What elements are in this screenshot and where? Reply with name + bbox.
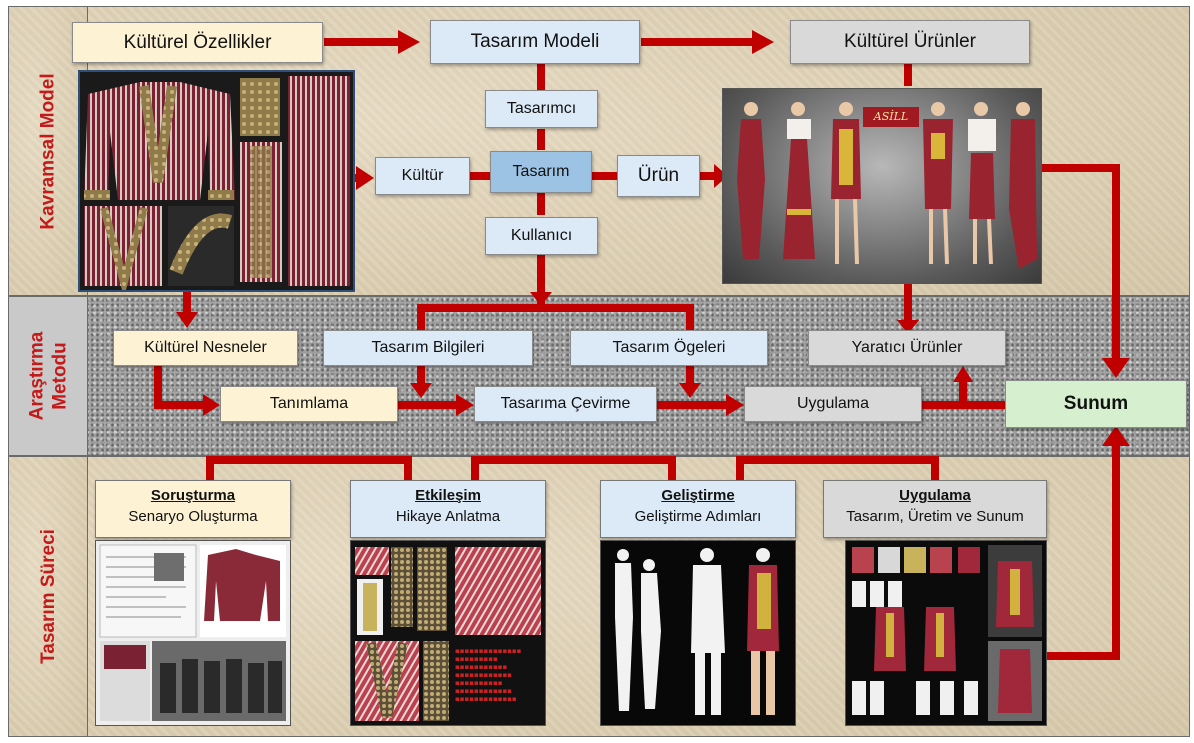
traditional-garment-photo [78,70,355,292]
process-subheading: Geliştirme Adımları [634,508,762,525]
brand-sign: ASİLL [873,110,909,123]
cultural-products-box: Kültürel Ürünler [790,20,1030,64]
design-model-box: Tasarım Modeli [430,20,640,64]
application-collage [852,545,1042,721]
design-box: Tasarım [490,151,592,193]
process-title-interaction: Etkileşim Hikaye Anlatma [350,480,546,538]
section-label-method: Araştırma Metodu [8,296,88,456]
interaction-collage [355,547,541,721]
process-title-development: Geliştirme Geliştirme Adımları [600,480,796,538]
process-heading: Soruşturma [150,487,236,504]
product-box: Ürün [617,155,700,197]
box-label: Kültürel Nesneler [144,339,267,356]
cultural-features-box: Kültürel Özellikler [72,22,323,63]
box-label: Tasarımcı [506,100,577,117]
band-research-method [8,296,1190,456]
box-label: Ürün [637,165,680,186]
box-label: Tasarım Ögeleri [612,339,726,356]
box-label: Tasarıma Çevirme [500,395,631,412]
garment-illustration [84,76,350,290]
box-label: Yaratıcı Ürünler [851,339,963,356]
box-label: Kullanıcı [510,227,573,244]
inquiry-photo [95,540,291,726]
identification-box: Tanımlama [220,386,398,422]
presentation-box: Sunum [1005,380,1187,428]
culture-box: Kültür [375,157,470,195]
process-heading: Geliştirme [661,487,735,504]
box-label: Tasarım Bilgileri [371,339,485,356]
runway-models [737,102,1037,269]
box-label: Tanımlama [269,395,349,412]
user-box: Kullanıcı [485,217,598,255]
development-photo [600,540,796,726]
box-label: Kültür [401,167,444,184]
box-label: Tasarım Modeli [470,31,600,52]
box-label: Kültürel Ürünler [844,31,976,52]
decorative-note-lines: ▪▪▪▪▪▪▪▪▪▪▪▪▪▪▪▪▪▪▪▪▪▪▪▪▪▪▪▪▪▪▪▪▪▪▪▪▪▪▪▪… [455,647,522,703]
design-elements-box: Tasarım Ögeleri [570,330,768,366]
box-label: Uygulama [796,395,870,412]
designer-box: Tasarımcı [485,90,598,128]
runway-photo: ASİLL [722,88,1042,284]
process-title-application: Uygulama Tasarım, Üretim ve Sunum [823,480,1047,538]
application-box: Uygulama [744,386,922,422]
design-info-box: Tasarım Bilgileri [323,330,533,366]
development-sketches [615,548,779,715]
process-subheading: Tasarım, Üretim ve Sunum [846,508,1024,525]
box-label: Kültürel Özellikler [123,31,272,53]
process-subheading: Hikaye Anlatma [395,508,501,525]
process-heading: Uygulama [899,487,971,504]
application-photo [845,540,1047,726]
interaction-photo: ▪▪▪▪▪▪▪▪▪▪▪▪▪▪▪▪▪▪▪▪▪▪▪▪▪▪▪▪▪▪▪▪▪▪▪▪▪▪▪▪… [350,540,546,726]
process-heading: Etkileşim [415,487,481,504]
process-title-inquiry: Soruşturma Senaryo Oluşturma [95,480,291,538]
process-subheading: Senaryo Oluşturma [128,508,258,525]
creative-products-box: Yaratıcı Ürünler [808,330,1006,366]
cultural-objects-box: Kültürel Nesneler [113,330,298,366]
box-label: Sunum [1063,393,1129,414]
inquiry-collage [99,544,286,721]
section-label-process: Tasarım Süreci [8,456,88,737]
box-label: Tasarım [512,163,570,180]
translate-design-box: Tasarıma Çevirme [474,386,657,422]
